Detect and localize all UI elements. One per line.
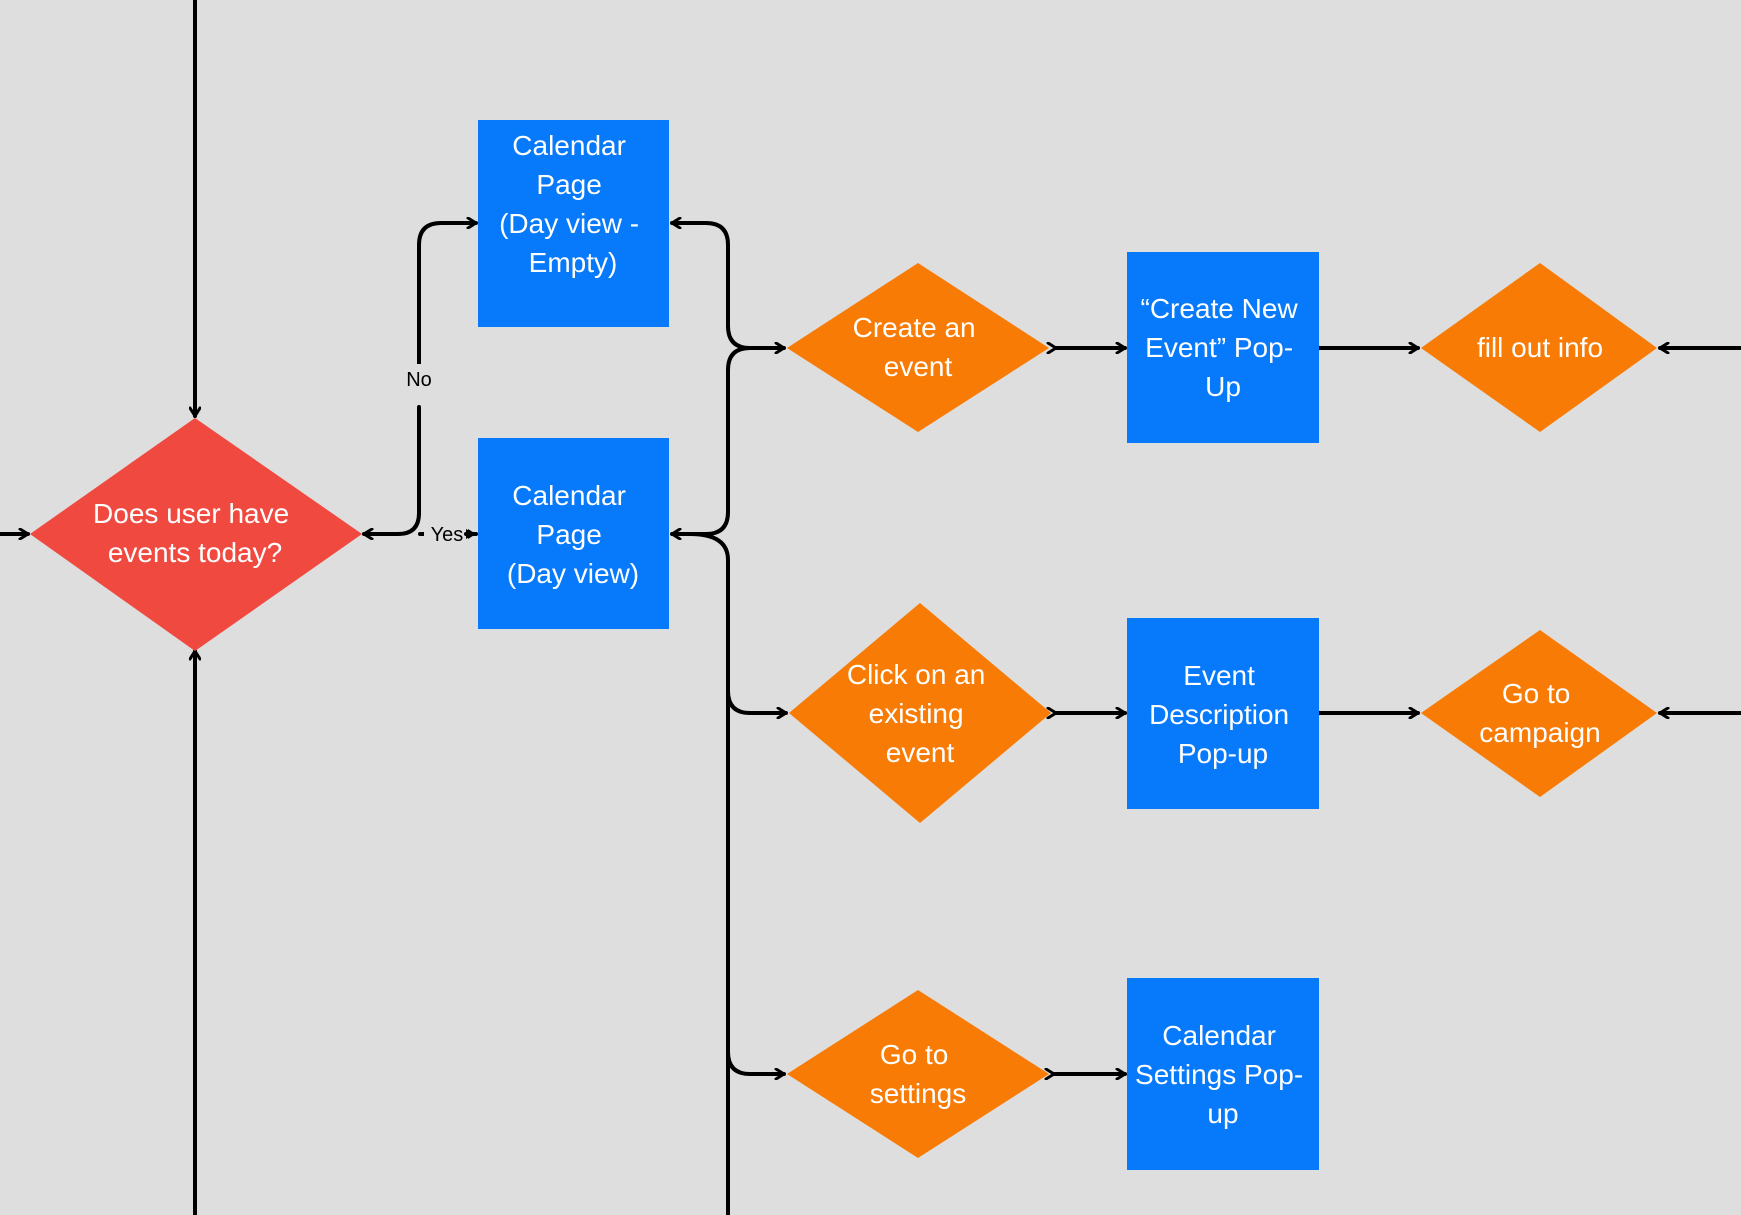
connector-no-branch — [417, 223, 478, 386]
click-existing-event-decision-node: Click on an existing event — [789, 603, 1051, 823]
create-event-popup-node: “Create New Event” Pop- Up — [1127, 252, 1319, 443]
create-event-popup-text: “Create New Event” Pop- Up — [1141, 293, 1306, 402]
calendar-page-empty-text: Calendar Page (Day view - Empty) — [499, 130, 647, 278]
click-existing-event-text: Click on an existing event — [847, 659, 993, 768]
calendar-settings-popup-node: Calendar Settings Pop- up — [1127, 978, 1319, 1170]
go-to-campaign-text: Go to campaign — [1479, 678, 1600, 748]
connector-empty-to-create — [726, 324, 786, 348]
calendar-page-day-text: Calendar Page (Day view) — [507, 480, 639, 589]
connector-to-settings — [726, 1050, 786, 1074]
go-to-campaign-decision-node: Go to campaign — [1421, 630, 1657, 797]
connector-day-up-trunk — [670, 368, 730, 534]
go-to-settings-text: Go to settings — [870, 1039, 967, 1109]
calendar-page-day-node: Calendar Page (Day view) — [478, 438, 669, 629]
event-description-popup-text: Event Description Pop-up — [1149, 660, 1297, 769]
event-description-popup-node: Event Description Pop-up — [1127, 618, 1319, 809]
fill-out-info-text: fill out info — [1477, 332, 1603, 363]
yes-label-bg — [424, 520, 468, 548]
calendar-settings-popup-text: Calendar Settings Pop- up — [1135, 1020, 1311, 1129]
edge-label-yes: Yes — [431, 524, 464, 546]
create-event-text: Create an event — [853, 312, 984, 382]
connector-no-branch-bottom — [362, 405, 421, 534]
connector-empty-from-create — [670, 223, 730, 328]
decision-events-today-text: Does user have events today? — [93, 498, 297, 568]
connector-day-up-branch — [726, 346, 752, 372]
edge-label-no: No — [406, 369, 432, 391]
connector-day-trunk — [688, 532, 730, 1215]
go-to-settings-decision-node: Go to settings — [787, 990, 1049, 1158]
no-label-bg — [402, 364, 436, 392]
connector-to-click-event — [726, 689, 788, 713]
calendar-page-empty-node: Calendar Page (Day view - Empty) — [478, 120, 669, 327]
fill-out-info-decision-node: fill out info — [1421, 263, 1657, 432]
decision-node-events-today: Does user have events today? — [30, 418, 362, 651]
create-event-decision-node: Create an event — [787, 263, 1049, 432]
